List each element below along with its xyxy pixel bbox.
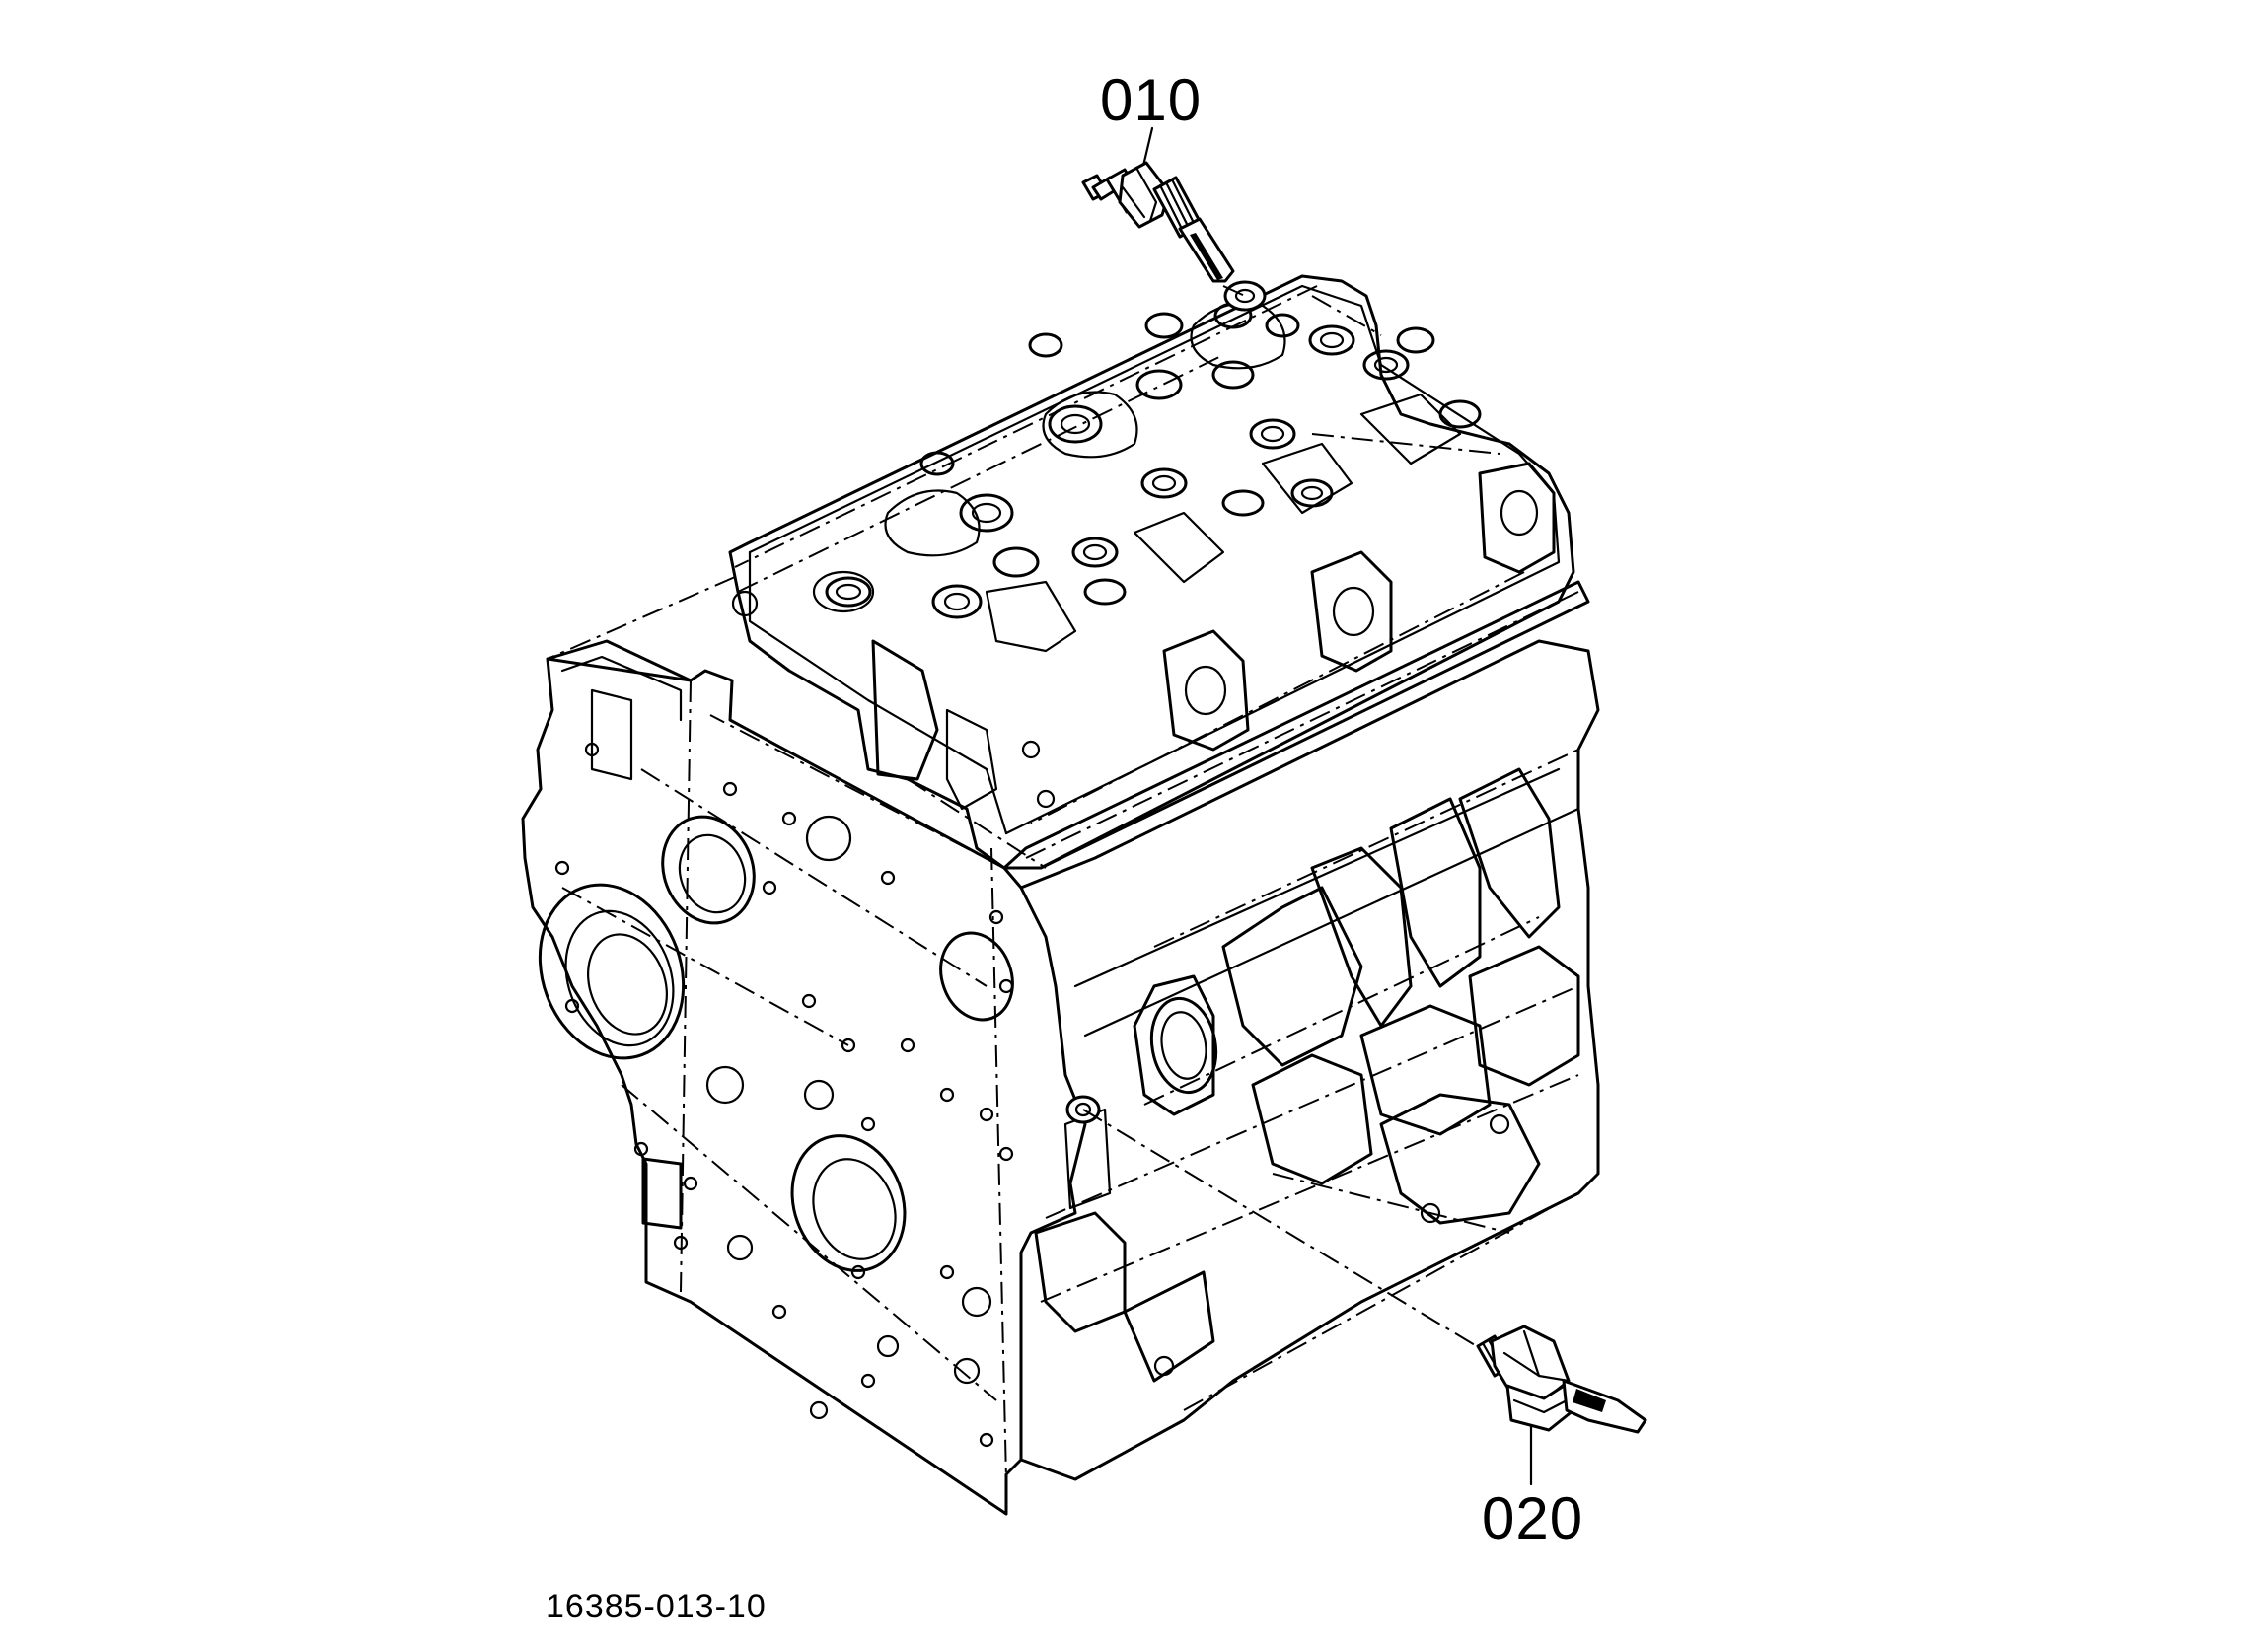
assembly-phantom-lines <box>547 285 1579 1515</box>
head-valve-ports <box>825 302 1482 619</box>
part-callout-010: 010 <box>1100 67 1203 133</box>
cylinder-head <box>728 274 1575 870</box>
drawing-reference-number: 16385-013-10 <box>546 1588 767 1625</box>
part-callout-020: 020 <box>1482 1485 1584 1551</box>
oil-pressure-switch-icon[interactable] <box>1476 1325 1647 1486</box>
temperature-sensor-icon[interactable] <box>1081 126 1235 283</box>
